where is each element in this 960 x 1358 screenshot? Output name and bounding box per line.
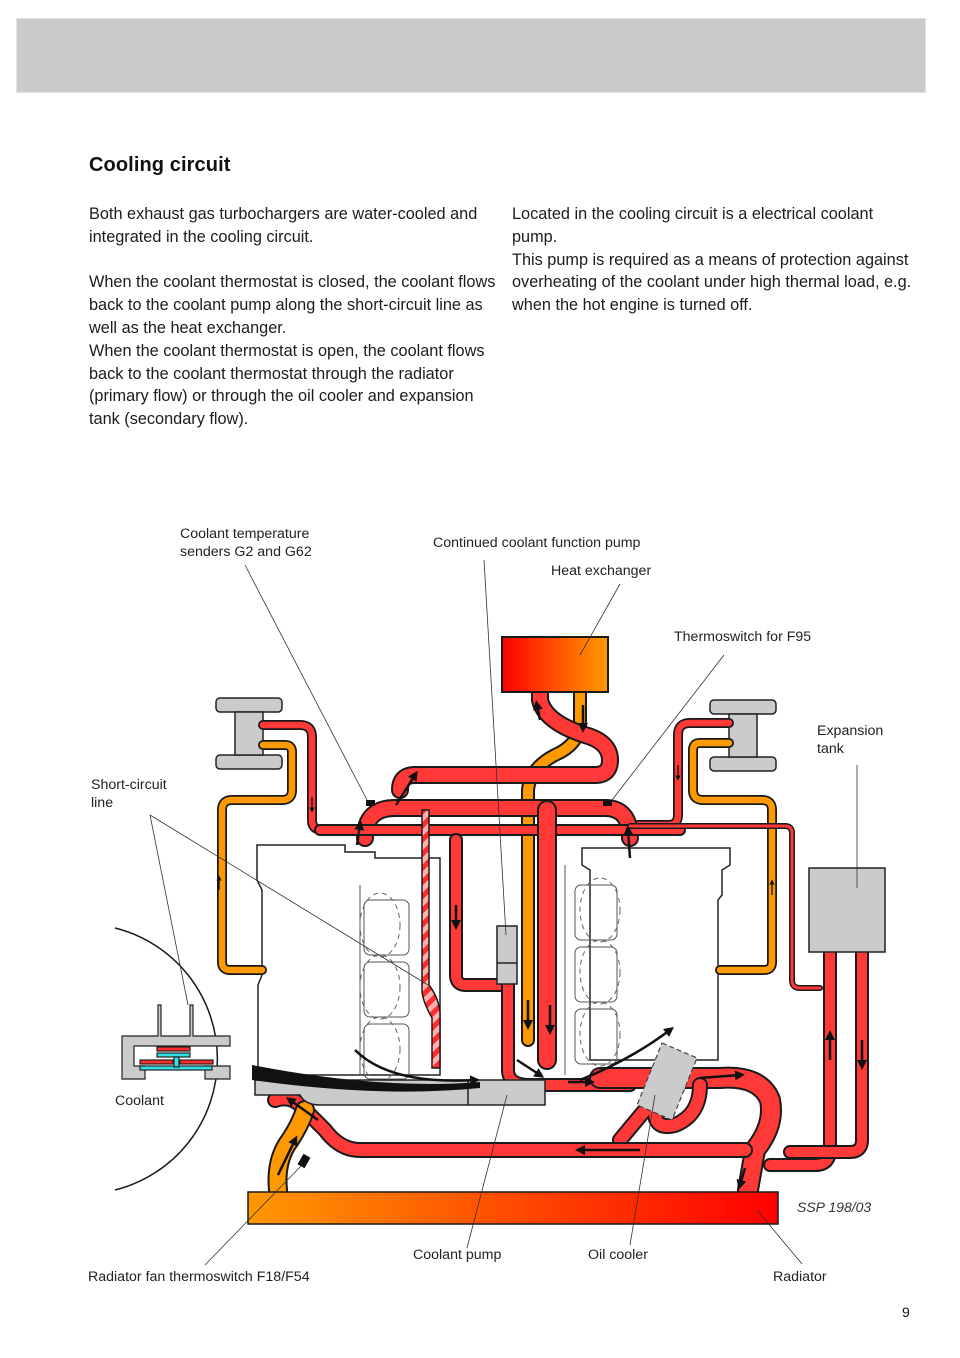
label-short-circuit-line: Short-circuit line: [91, 777, 167, 811]
label-coolant: Coolant: [115, 1093, 164, 1109]
temp-sender: [366, 800, 375, 806]
left-text-column: Both exhaust gas turbochargers are water…: [89, 203, 499, 431]
expansion-tank: [808, 867, 886, 953]
detail-inset-circle: [114, 927, 219, 1191]
radiator: [247, 1191, 779, 1225]
label-expansion-tank: Expansion tank: [817, 723, 884, 757]
paragraph: Both exhaust gas turbochargers are water…: [89, 205, 478, 246]
oil-cooler: [636, 1042, 698, 1121]
figure-id: SSP 198/03: [797, 1199, 872, 1215]
black-flow-band: [252, 1065, 480, 1092]
header-band: [16, 18, 926, 93]
cylinder-bank-right-dashed: [579, 877, 621, 1067]
paragraph: When the coolant thermostat is closed, t…: [89, 273, 496, 337]
short-circuit-line: [421, 809, 441, 1069]
right-text-column: Located in the cooling circuit is a elec…: [512, 203, 912, 317]
label-radiator-fan-thermoswitch: Radiator fan thermoswitch F18/F54: [88, 1269, 310, 1285]
page-title: Cooling circuit: [89, 154, 231, 176]
cooling-circuit-diagram: [114, 559, 886, 1266]
label-oil-cooler: Oil cooler: [588, 1247, 648, 1263]
label-thermoswitch-f95: Thermoswitch for F95: [674, 629, 812, 645]
paragraph: When the coolant thermostat is open, the…: [89, 341, 485, 429]
paragraph: Located in the cooling circuit is a elec…: [512, 205, 874, 246]
heat-exchanger: [501, 636, 609, 693]
cylinder-bank-left: [359, 885, 410, 1080]
small-flow-arrows: [216, 765, 775, 895]
thermostat-detail: [121, 1004, 231, 1080]
paragraph: This pump is required as a means of prot…: [512, 250, 912, 315]
cylinder-bank-right: [564, 865, 618, 1075]
turbocharger-right: [709, 699, 777, 772]
label-temp-senders: Coolant temperature senders G2 and G62: [180, 526, 312, 560]
flow-arrows: [276, 700, 867, 1190]
thermoswitch-f95: [603, 800, 612, 806]
turbocharger-left: [215, 697, 283, 770]
radiator-fan-thermoswitch: [297, 1153, 311, 1169]
label-radiator: Radiator: [773, 1269, 827, 1285]
label-heat-exchanger: Heat exchanger: [551, 563, 652, 579]
cylinder-bank-left-dashed: [359, 892, 401, 1082]
label-continued-pump: Continued coolant function pump: [433, 535, 641, 551]
leader-lines: [149, 559, 858, 1266]
label-coolant-pump: Coolant pump: [413, 1247, 502, 1263]
engine-block-left: [256, 844, 441, 1076]
page-number: 9: [902, 1304, 910, 1320]
continued-coolant-pump: [496, 925, 518, 985]
engine-block-right: [581, 847, 731, 1061]
